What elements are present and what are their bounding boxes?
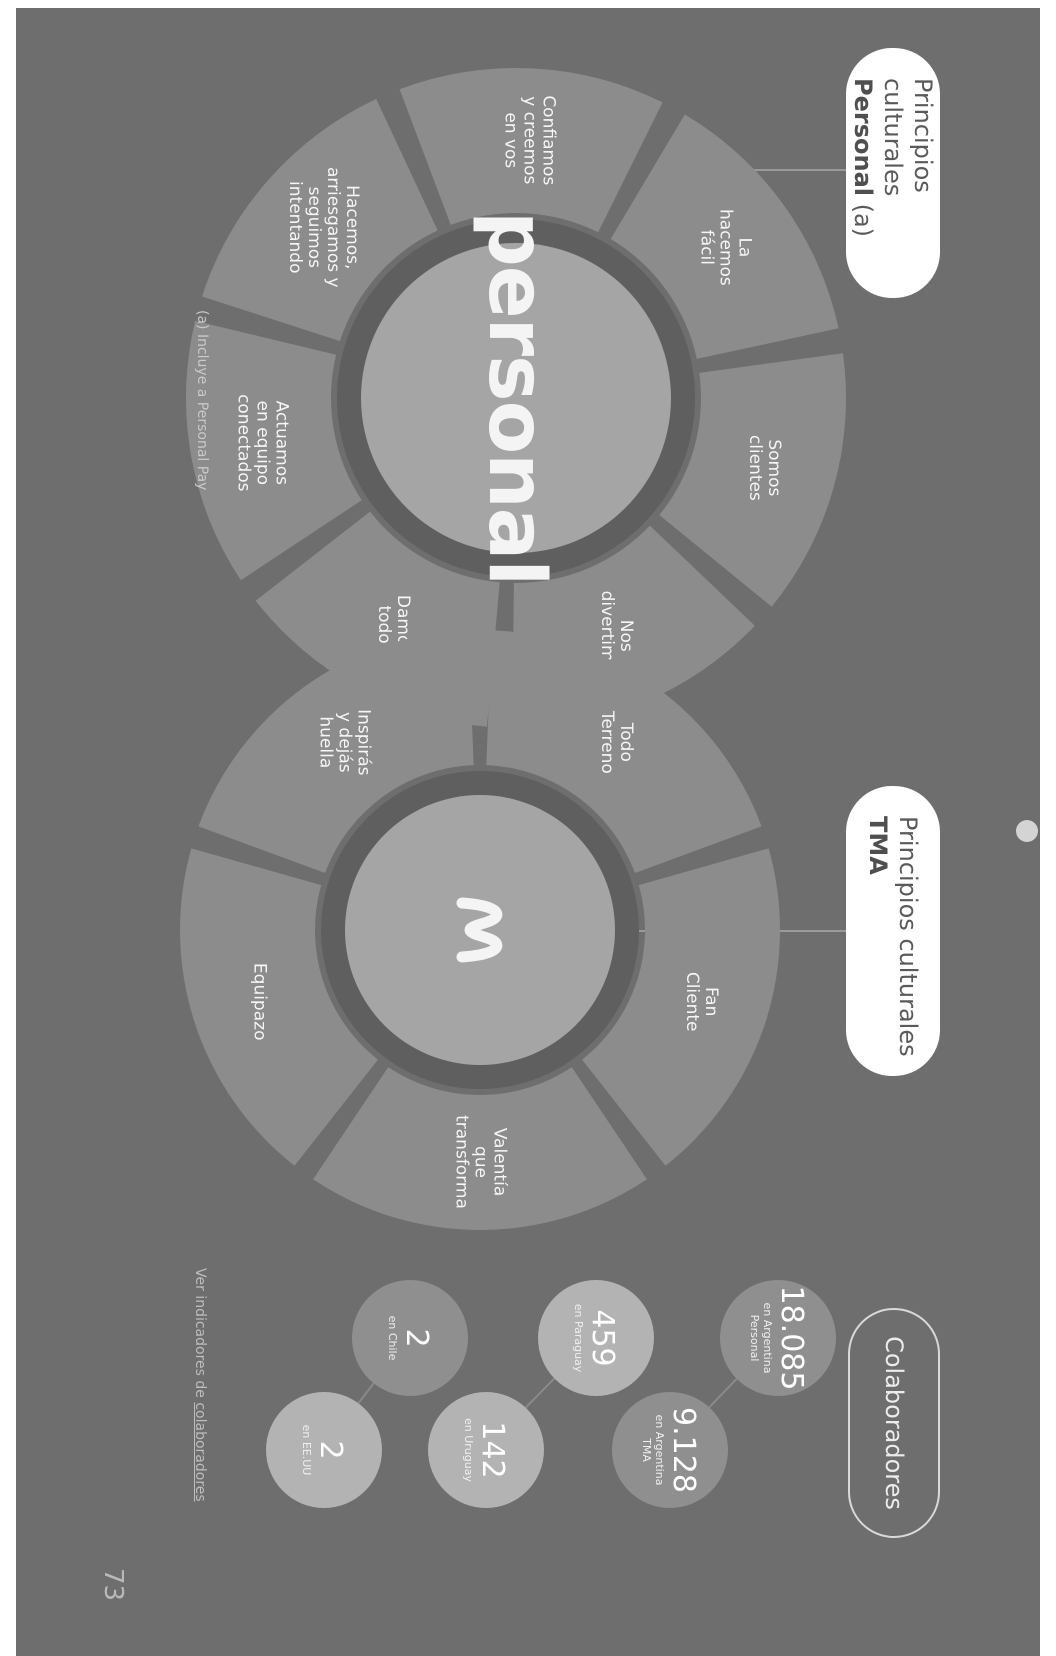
binding-dot <box>1016 820 1038 842</box>
personal-wheel-core <box>361 243 671 553</box>
tma-wheel-segment <box>198 630 474 874</box>
stat-value: 2 <box>399 1328 435 1348</box>
stat-value: 18.085 <box>774 1285 809 1391</box>
stat-value: 9.128 <box>666 1407 701 1493</box>
tma-wheel-segment <box>180 848 378 1166</box>
rotated-spread: Principios culturales Personal (a) perso… <box>16 8 1040 1656</box>
stat-label: en Argentina Personal <box>748 1302 774 1374</box>
stat-label: en Argentina TMA <box>640 1414 666 1486</box>
stat-value: 2 <box>313 1440 349 1460</box>
tma-wheel-segment <box>582 848 780 1166</box>
personal-wheel-segment <box>659 353 847 607</box>
stat-label: en Uruguay <box>462 1418 476 1482</box>
colaboradores-link-text[interactable]: colaboradores <box>192 1402 208 1502</box>
personal-wheel-segment <box>399 68 663 233</box>
colaboradores-network-lines <box>323 1335 779 1449</box>
page-number: 73 <box>98 1568 128 1602</box>
stat-label: en Chile <box>386 1315 400 1361</box>
personal-wheel-segment <box>610 114 839 359</box>
tma-wheel-segment <box>313 1067 647 1230</box>
stat-label: en Paraguay <box>572 1303 586 1373</box>
colaboradores-link-prefix: Ver indicadores de <box>192 1268 208 1403</box>
stat-value: 142 <box>475 1421 511 1479</box>
personal-wheel-segment <box>201 99 438 342</box>
tma-wheel-segment <box>486 630 762 874</box>
colaboradores-link[interactable]: Ver indicadores de colaboradores <box>192 1268 208 1502</box>
stat-value: 459 <box>585 1309 621 1367</box>
report-page: Principios culturales Personal (a) perso… <box>16 8 1040 1656</box>
stat-label: en EE.UU <box>300 1424 314 1476</box>
personal-wheel-segment <box>186 320 362 581</box>
movistar-logo-icon <box>452 897 510 963</box>
